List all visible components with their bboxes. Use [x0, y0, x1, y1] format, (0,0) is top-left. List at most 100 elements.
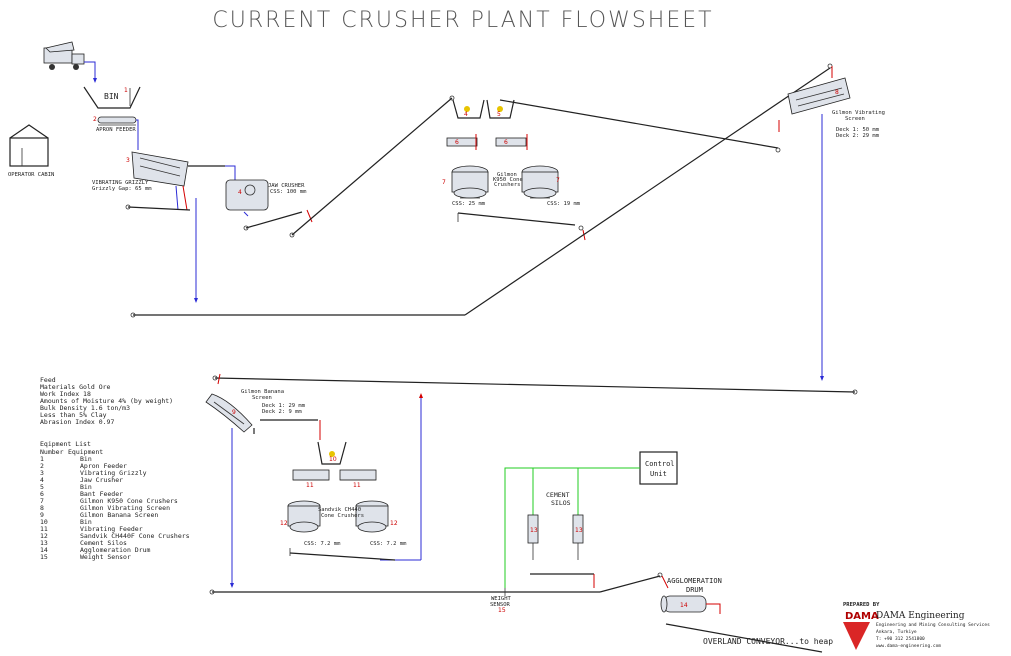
svg-text:7: 7 [442, 179, 446, 186]
svg-text:Gilmon: Gilmon [497, 172, 517, 178]
svg-text:12: 12 [390, 520, 398, 527]
dama-logo-icon [843, 622, 870, 650]
equipment-number: 5 [40, 483, 44, 491]
equipment-name: Weight Sensor [80, 553, 131, 561]
svg-text:3: 3 [126, 157, 130, 164]
weight-sensor: WEIGHT SENSOR 15 [490, 588, 512, 614]
vibrating-grizzly: 3 VIBRATING GRIZZLY Grizzly Gap: 65 mm [92, 151, 189, 192]
equipment-name: Gilmon K950 Cone Crushers [80, 497, 178, 505]
control-unit: Control Unit [639, 451, 678, 485]
svg-text:PREPARED BY: PREPARED BY [843, 602, 880, 608]
svg-text:Sandvik CH440: Sandvik CH440 [318, 507, 361, 513]
svg-text:4: 4 [464, 111, 468, 118]
equipment-name: Gilmon Banana Screen [80, 511, 158, 519]
cone-crusher-sandvik-right: 12 CSS: 7.2 mm [355, 500, 407, 547]
equipment-number: 1 [40, 455, 44, 463]
overland-conveyor-label: OVERLAND CONVEYOR...to heap [703, 637, 833, 646]
equipment-name: Bant Feeder [80, 490, 123, 498]
svg-text:T: +90 312 2541800: T: +90 312 2541800 [876, 636, 925, 642]
svg-text:10: 10 [329, 456, 337, 463]
svg-text:DAMA Engineering: DAMA Engineering [876, 611, 965, 621]
company-block: PREPARED BY DAMA DAMA Engineering Engine… [843, 602, 990, 650]
equipment-number: 14 [40, 546, 48, 554]
dump-truck-icon [43, 41, 85, 70]
cone-crusher-k950-left: 7 CSS: 25 mm [442, 165, 489, 207]
vibrating-feeder-b: 11 [339, 469, 377, 489]
equipment-number: 13 [40, 539, 48, 547]
svg-text:Materials Gold Ore: Materials Gold Ore [40, 383, 111, 391]
equipment-number: 6 [40, 490, 44, 498]
svg-text:SILOS: SILOS [551, 499, 571, 507]
equipment-name: Apron Feeder [80, 462, 127, 470]
equipment-number: 9 [40, 511, 44, 519]
svg-text:K950 Cone: K950 Cone [493, 177, 523, 183]
cone-crusher-k950-right: 7 CSS: 19 mm [521, 165, 581, 207]
bin-1: BIN 1 [83, 86, 141, 109]
svg-text:VIBRATING GRIZZLY: VIBRATING GRIZZLY [92, 180, 149, 186]
svg-text:CSS: 7.2 mm: CSS: 7.2 mm [304, 541, 341, 547]
agglomeration-drum: AGGLOMERATION DRUM 14 [660, 577, 722, 613]
svg-text:CSS: 7.2 mm: CSS: 7.2 mm [370, 541, 407, 547]
equipment-number: 7 [40, 497, 44, 505]
svg-text:Work Index 18: Work Index 18 [40, 390, 91, 398]
equipment-number: 3 [40, 469, 44, 477]
page-title: CURRENT CRUSHER PLANT FLOWSHEET [212, 8, 713, 33]
equipment-name: Bin [80, 455, 92, 463]
svg-text:JAW CRUSHER: JAW CRUSHER [268, 183, 305, 189]
svg-text:Less than 5% Clay: Less than 5% Clay [40, 411, 107, 419]
operator-cabin: OPERATOR CABIN [8, 124, 54, 178]
equipment-name: Cement Silos [80, 539, 127, 547]
bin-10: 10 [317, 441, 347, 465]
svg-text:Ankara, Turkiye: Ankara, Turkiye [876, 629, 917, 635]
svg-text:Abrasion Index 0.97: Abrasion Index 0.97 [40, 418, 114, 426]
control-line [504, 467, 640, 588]
svg-text:7: 7 [556, 177, 560, 184]
bin-5b: 5 [486, 99, 515, 119]
svg-text:WEIGHT: WEIGHT [491, 596, 512, 602]
equipment-number: 12 [40, 532, 48, 540]
equipment-name: Gilmon Vibrating Screen [80, 504, 170, 512]
svg-text:Feed: Feed [40, 376, 56, 384]
svg-text:Amounts of Moisture 4% (by wei: Amounts of Moisture 4% (by weight) [40, 397, 173, 405]
svg-text:Screen: Screen [252, 395, 272, 401]
equipment-name: Agglomeration Drum [80, 546, 151, 554]
svg-text:11: 11 [306, 482, 314, 489]
svg-text:6: 6 [455, 139, 459, 146]
svg-text:APRON FEEDER: APRON FEEDER [96, 127, 136, 133]
svg-text:Bulk Density 1.6 ton/m3: Bulk Density 1.6 ton/m3 [40, 404, 130, 412]
bin-5a: 4 [452, 99, 485, 119]
svg-text:Unit: Unit [650, 470, 667, 478]
bant-feeder-b: 6 [495, 134, 528, 150]
svg-text:OPERATOR CABIN: OPERATOR CABIN [8, 172, 54, 178]
svg-text:Screen: Screen [845, 116, 865, 122]
cone-crusher-sandvik-left: 12 CSS: 7.2 mm [280, 500, 341, 547]
svg-text:1: 1 [124, 87, 128, 94]
vibrating-screen: 8 Gilmon Vibrating Screen Deck 1: 50 mm … [787, 77, 885, 139]
sandvik-label: Sandvik CH440 Cone Crushers [318, 507, 364, 519]
svg-text:9: 9 [232, 409, 236, 416]
equipment-number: 4 [40, 476, 44, 484]
svg-text:13: 13 [530, 527, 538, 534]
truck-flow-line [84, 61, 96, 80]
equipment-name: Bin [80, 518, 92, 526]
svg-text:11: 11 [353, 482, 361, 489]
equipment-name: Vibrating Feeder [80, 525, 143, 533]
svg-text:Eqipment List: Eqipment List [40, 440, 91, 448]
svg-text:Deck 2: 9 mm: Deck 2: 9 mm [262, 409, 302, 415]
bant-feeder-a: 6 [446, 134, 478, 150]
equipment-number: 8 [40, 504, 44, 512]
equipment-number: 10 [40, 518, 48, 526]
equipment-name: Sandvik CH440F Cone Crushers [80, 532, 190, 540]
svg-text:CSS: 25 mm: CSS: 25 mm [452, 201, 486, 207]
svg-text:Deck 1: 50 mm: Deck 1: 50 mm [836, 127, 880, 133]
svg-text:Equipment: Equipment [68, 448, 103, 456]
svg-text:5: 5 [497, 111, 501, 118]
svg-text:Gilmon Banana: Gilmon Banana [241, 389, 284, 395]
svg-text:Deck 2: 29 mm: Deck 2: 29 mm [836, 133, 880, 139]
apron-feeder: 2 APRON FEEDER [93, 116, 136, 133]
svg-text:Engineering and Mining Consult: Engineering and Mining Consulting Servic… [876, 622, 990, 628]
svg-text:Gilmon Vibrating: Gilmon Vibrating [832, 110, 885, 116]
svg-text:14: 14 [680, 602, 688, 609]
